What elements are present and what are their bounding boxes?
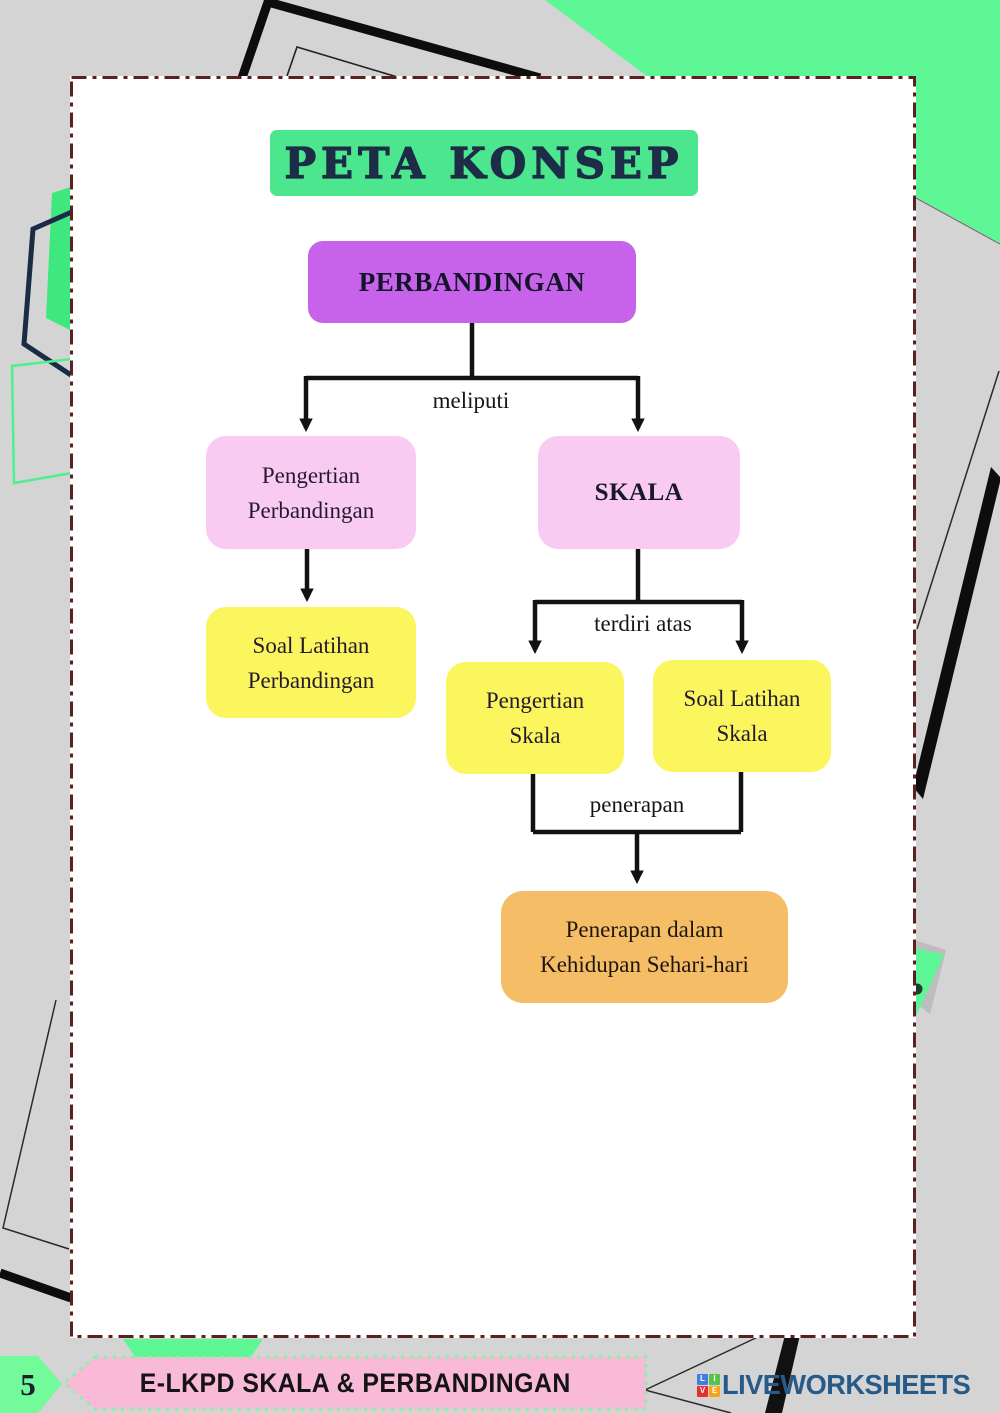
page-number: 5 — [20, 1367, 36, 1402]
node-label: SKALA — [594, 479, 684, 506]
page-title: PETA KONSEP — [284, 138, 684, 188]
node-pengertian-skala: Pengertian Skala — [446, 662, 624, 774]
node-label-line: Penerapan dalam — [565, 917, 724, 942]
page-title-banner: PETA KONSEP — [270, 130, 698, 196]
node-skala: SKALA — [538, 436, 740, 549]
logo-square-v: V — [697, 1385, 708, 1397]
logo-square-i: I — [709, 1373, 720, 1385]
edge-label-meliputi: meliputi — [432, 388, 510, 413]
liveworksheets-wordmark: LIVEWORKSHEETS — [722, 1369, 971, 1400]
liveworksheets-logo[interactable]: L I V E LIVEWORKSHEETS — [697, 1369, 978, 1401]
node-label-line: Pengertian — [261, 462, 361, 488]
edge-label-penerapan: penerapan — [589, 792, 685, 817]
edge-label-terdiri-atas: terdiri atas — [594, 611, 692, 636]
footer-ribbon-title: E-LKPD SKALA & PERBANDINGAN — [64, 1357, 646, 1409]
node-label-line: Pengertian — [485, 688, 585, 713]
navy-hexagon-outline — [21, 208, 76, 380]
node-pengertian-perbandingan: Pengertian Perbandingan — [206, 436, 416, 549]
node-soal-latihan-perbandingan: Soal Latihan Perbandingan — [206, 607, 416, 718]
node-label-line: Perbandingan — [247, 667, 375, 693]
node-label-line: Perbandingan — [247, 497, 375, 523]
green-outline-shape — [10, 357, 74, 485]
node-label-line: Skala — [716, 721, 768, 746]
logo-square-l: L — [697, 1373, 708, 1385]
node-label-line: Soal Latihan — [252, 632, 370, 658]
node-perbandingan: PERBANDINGAN — [308, 241, 636, 323]
black-frame-line — [237, 0, 542, 83]
node-penerapan-kehidupan: Penerapan dalam Kehidupan Sehari-hari — [501, 891, 788, 1003]
node-label: PERBANDINGAN — [358, 266, 586, 297]
footer-ribbon-label: E-LKPD SKALA & PERBANDINGAN — [139, 1367, 571, 1398]
logo-square-e: E — [709, 1385, 720, 1397]
node-label-line: Skala — [509, 723, 561, 748]
liveworksheets-grid-icon: L I V E — [697, 1373, 720, 1397]
node-soal-latihan-skala: Soal Latihan Skala — [653, 660, 831, 772]
node-label-line: Soal Latihan — [683, 686, 801, 711]
node-label-line: Kehidupan Sehari-hari — [540, 952, 749, 977]
